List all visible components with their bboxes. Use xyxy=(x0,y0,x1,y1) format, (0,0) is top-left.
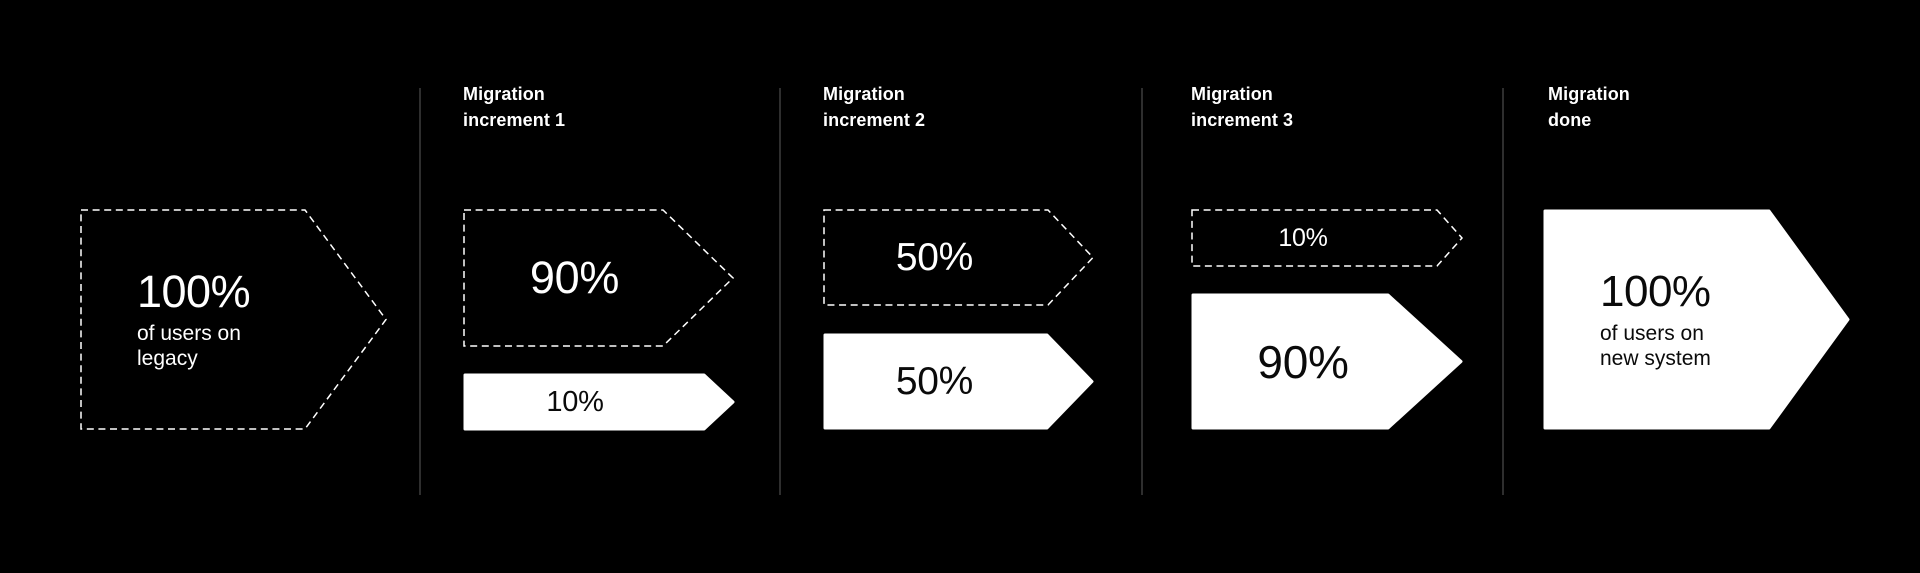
stage-label-increment-2: Migration increment 2 xyxy=(823,81,925,133)
percent-value: 10% xyxy=(546,385,604,418)
stage-label-line1: Migration xyxy=(1548,84,1630,104)
percent-subtitle-line2: new system xyxy=(1600,346,1711,370)
stage4-remaining-arrow: 10% xyxy=(1191,209,1463,267)
stage3-remaining-arrow: 50% xyxy=(823,209,1094,306)
dashed-arrow-outline-icon xyxy=(463,209,734,347)
dashed-arrow-outline-icon xyxy=(80,209,387,430)
stage4-migrated-arrow: 90% xyxy=(1191,293,1463,430)
stage2-migrated-arrow: 10% xyxy=(463,373,735,431)
percent-subtitle-line1: of users on xyxy=(1600,321,1704,345)
new-system-text-block: 100% of users on new system xyxy=(1543,209,1850,430)
stage-label-line1: Migration xyxy=(463,84,545,104)
percent-value: 10% xyxy=(1278,223,1328,252)
stage3-migrated-arrow: 50% xyxy=(823,333,1094,430)
percent-subtitle: of users on legacy xyxy=(137,321,387,371)
stage-label-increment-1: Migration increment 1 xyxy=(463,81,565,133)
solid-arrow-icon xyxy=(463,373,735,431)
percent-value: 90% xyxy=(529,252,620,303)
percent-subtitle: of users on new system xyxy=(1600,321,1850,371)
stage5-done-arrow: 100% of users on new system xyxy=(1543,209,1850,430)
solid-arrow-icon xyxy=(823,333,1094,430)
stage-label-line2: increment 1 xyxy=(463,110,566,130)
column-divider xyxy=(779,88,781,495)
stage-label-line2: done xyxy=(1548,110,1592,130)
percent-value: 90% xyxy=(1257,335,1349,388)
column-divider xyxy=(419,88,421,495)
legacy-text-block: 100% of users on legacy xyxy=(80,209,387,430)
stage-label-line2: increment 3 xyxy=(1191,110,1294,130)
solid-arrow-icon xyxy=(1191,293,1463,430)
percent-subtitle-line1: of users on xyxy=(137,321,241,345)
stage-label-line1: Migration xyxy=(823,84,905,104)
stage-label-done: Migration done xyxy=(1548,81,1630,133)
column-divider xyxy=(1502,88,1504,495)
stage-label-increment-3: Migration increment 3 xyxy=(1191,81,1293,133)
percent-subtitle-line2: legacy xyxy=(137,346,198,370)
stage2-remaining-arrow: 90% xyxy=(463,209,734,347)
dashed-arrow-outline-icon xyxy=(1191,209,1463,267)
stage1-legacy-arrow: 100% of users on legacy xyxy=(80,209,387,430)
percent-value: 50% xyxy=(895,359,974,403)
column-divider xyxy=(1141,88,1143,495)
dashed-arrow-outline-icon xyxy=(823,209,1094,306)
percent-value: 100% xyxy=(137,265,251,317)
percent-value: 50% xyxy=(895,235,974,279)
stage-label-line2: increment 2 xyxy=(823,110,926,130)
stage-label-line1: Migration xyxy=(1191,84,1273,104)
solid-arrow-icon xyxy=(1543,209,1850,430)
percent-value: 100% xyxy=(1600,266,1711,316)
